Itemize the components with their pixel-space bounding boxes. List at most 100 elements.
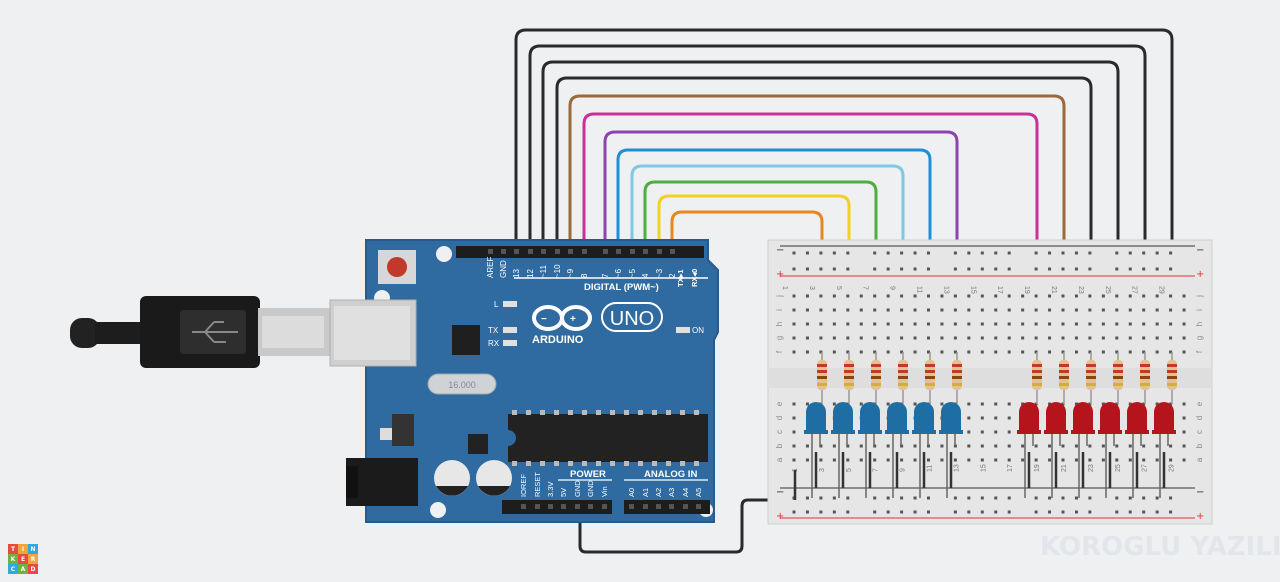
breadboard-hole[interactable] <box>953 336 957 340</box>
breadboard-hole[interactable] <box>792 402 796 406</box>
breadboard-hole[interactable] <box>1007 350 1011 354</box>
breadboard-hole[interactable] <box>1074 336 1078 340</box>
led[interactable] <box>831 402 855 498</box>
resistor[interactable] <box>1140 352 1150 404</box>
breadboard-hole[interactable] <box>832 458 836 462</box>
breadboard-hole[interactable] <box>1169 294 1173 298</box>
breadboard-hole[interactable] <box>1182 350 1186 354</box>
breadboard-hole[interactable] <box>886 444 890 448</box>
breadboard-hole[interactable] <box>1155 308 1159 312</box>
breadboard-hole[interactable] <box>1021 322 1025 326</box>
rail-hole[interactable] <box>994 267 998 271</box>
breadboard-hole[interactable] <box>980 444 984 448</box>
rail-hole[interactable] <box>1088 510 1092 514</box>
breadboard-hole[interactable] <box>1128 458 1132 462</box>
breadboard-hole[interactable] <box>1182 416 1186 420</box>
breadboard-hole[interactable] <box>832 336 836 340</box>
led[interactable] <box>912 402 936 498</box>
breadboard-hole[interactable] <box>1034 336 1038 340</box>
rail-hole[interactable] <box>953 496 957 500</box>
breadboard-hole[interactable] <box>1088 402 1092 406</box>
breadboard-hole[interactable] <box>819 336 823 340</box>
breadboard-hole[interactable] <box>792 444 796 448</box>
header-socket[interactable] <box>616 249 621 254</box>
header-socket[interactable] <box>602 504 607 509</box>
rail-hole[interactable] <box>980 251 984 255</box>
header-socket[interactable] <box>582 249 587 254</box>
header-socket[interactable] <box>643 504 648 509</box>
breadboard-hole[interactable] <box>805 294 809 298</box>
breadboard-hole[interactable] <box>1088 294 1092 298</box>
header-socket[interactable] <box>575 504 580 509</box>
breadboard-hole[interactable] <box>832 350 836 354</box>
breadboard-hole[interactable] <box>1101 444 1105 448</box>
breadboard-hole[interactable] <box>1182 322 1186 326</box>
header-socket[interactable] <box>670 249 675 254</box>
breadboard-hole[interactable] <box>792 416 796 420</box>
rail-hole[interactable] <box>792 510 796 514</box>
rail-hole[interactable] <box>805 510 809 514</box>
rail-hole[interactable] <box>792 267 796 271</box>
breadboard-hole[interactable] <box>980 416 984 420</box>
rail-hole[interactable] <box>1007 267 1011 271</box>
breadboard-hole[interactable] <box>1021 336 1025 340</box>
breadboard-hole[interactable] <box>1061 350 1065 354</box>
breadboard-hole[interactable] <box>846 294 850 298</box>
breadboard-hole[interactable] <box>1074 458 1078 462</box>
breadboard-hole[interactable] <box>980 402 984 406</box>
header-socket[interactable] <box>657 249 662 254</box>
breadboard-hole[interactable] <box>940 336 944 340</box>
rail-hole[interactable] <box>886 251 890 255</box>
breadboard-hole[interactable] <box>819 458 823 462</box>
breadboard-hole[interactable] <box>792 430 796 434</box>
rail-hole[interactable] <box>873 267 877 271</box>
breadboard-hole[interactable] <box>1169 350 1173 354</box>
breadboard-hole[interactable] <box>1128 336 1132 340</box>
breadboard-hole[interactable] <box>994 322 998 326</box>
breadboard-hole[interactable] <box>967 350 971 354</box>
rail-hole[interactable] <box>953 510 957 514</box>
rail-hole[interactable] <box>980 510 984 514</box>
breadboard-hole[interactable] <box>805 458 809 462</box>
breadboard-hole[interactable] <box>832 308 836 312</box>
rail-hole[interactable] <box>980 267 984 271</box>
breadboard-hole[interactable] <box>1034 458 1038 462</box>
breadboard-hole[interactable] <box>1182 308 1186 312</box>
resistor[interactable] <box>925 352 935 404</box>
rail-hole[interactable] <box>1034 251 1038 255</box>
header-socket[interactable] <box>568 249 573 254</box>
breadboard-hole[interactable] <box>1169 308 1173 312</box>
breadboard-hole[interactable] <box>1021 402 1025 406</box>
breadboard-hole[interactable] <box>1021 350 1025 354</box>
header-socket[interactable] <box>555 249 560 254</box>
rail-hole[interactable] <box>1074 496 1078 500</box>
breadboard-hole[interactable] <box>1048 402 1052 406</box>
breadboard-hole[interactable] <box>873 350 877 354</box>
breadboard-hole[interactable] <box>832 322 836 326</box>
rail-hole[interactable] <box>1169 510 1173 514</box>
jumper-wire[interactable] <box>630 164 905 302</box>
rail-hole[interactable] <box>1128 251 1132 255</box>
breadboard-hole[interactable] <box>859 308 863 312</box>
breadboard-hole[interactable] <box>1155 350 1159 354</box>
breadboard-hole[interactable] <box>1088 308 1092 312</box>
breadboard-hole[interactable] <box>1101 402 1105 406</box>
led[interactable] <box>1044 402 1068 498</box>
jumper-wire[interactable] <box>657 194 851 302</box>
rail-hole[interactable] <box>1048 267 1052 271</box>
breadboard-hole[interactable] <box>886 322 890 326</box>
breadboard-hole[interactable] <box>1128 308 1132 312</box>
breadboard-hole[interactable] <box>1101 350 1105 354</box>
breadboard-hole[interactable] <box>805 444 809 448</box>
rail-hole[interactable] <box>1034 510 1038 514</box>
header-socket[interactable] <box>528 249 533 254</box>
breadboard-hole[interactable] <box>1034 402 1038 406</box>
rail-hole[interactable] <box>1048 251 1052 255</box>
breadboard-hole[interactable] <box>873 322 877 326</box>
header-socket[interactable] <box>535 504 540 509</box>
breadboard-hole[interactable] <box>859 444 863 448</box>
breadboard-hole[interactable] <box>1048 444 1052 448</box>
rail-hole[interactable] <box>1155 496 1159 500</box>
breadboard-hole[interactable] <box>1115 322 1119 326</box>
